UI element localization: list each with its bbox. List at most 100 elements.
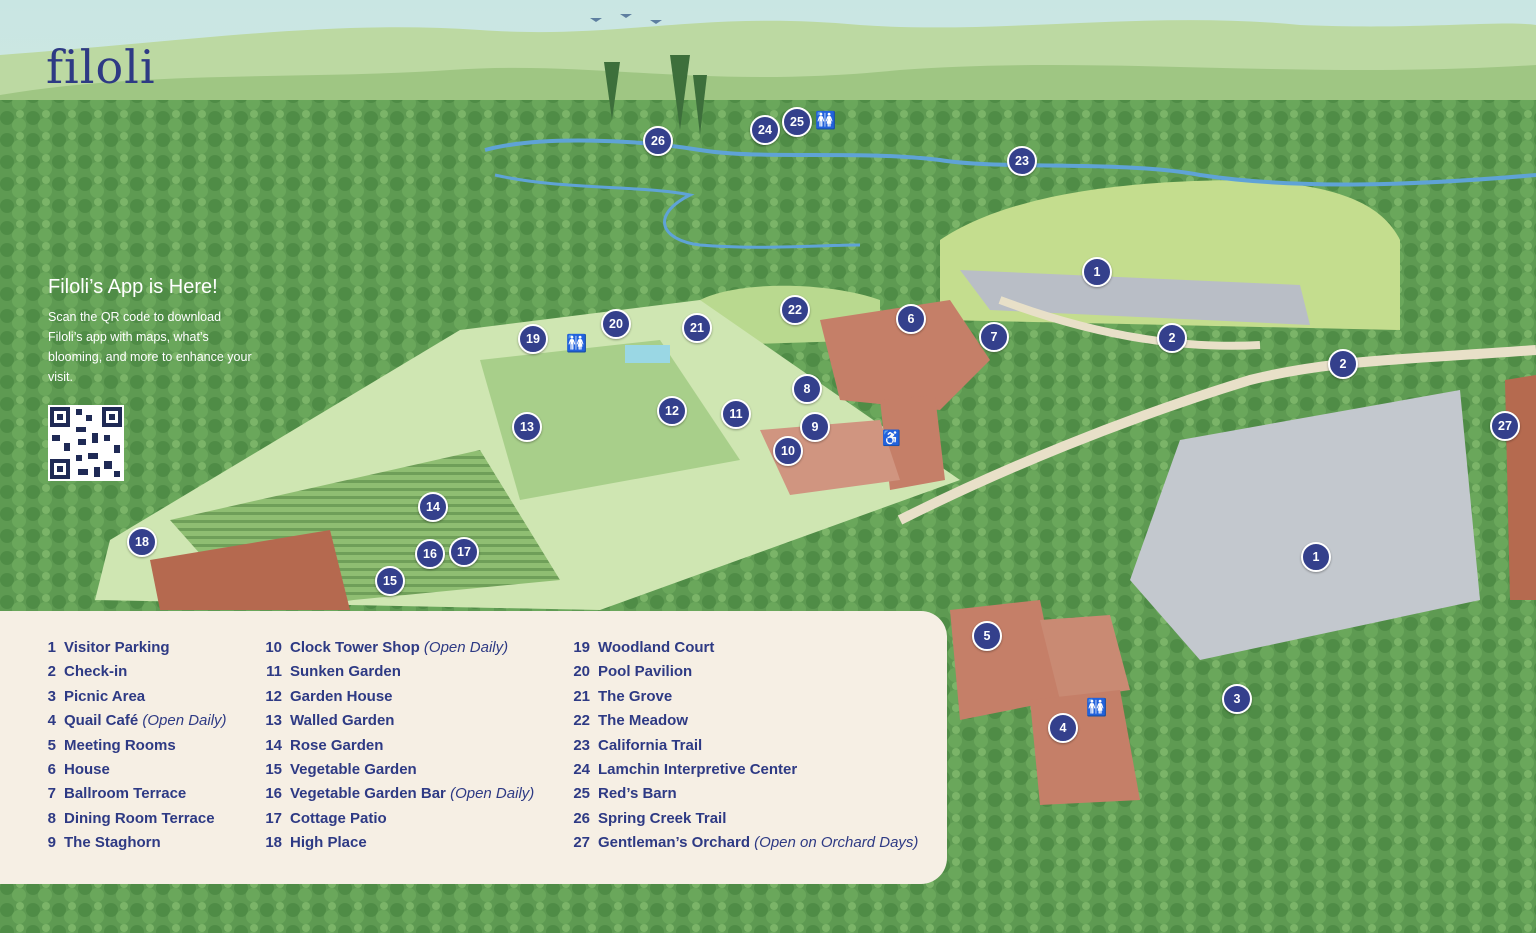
legend-label: Meeting Rooms xyxy=(64,736,176,754)
map-marker[interactable]: 16 xyxy=(415,539,445,569)
map-marker[interactable]: 10 xyxy=(773,436,803,466)
app-promo-title: Filoli’s App is Here! xyxy=(48,276,218,298)
map-marker[interactable]: 3 xyxy=(1222,684,1252,714)
map-marker[interactable]: 25 xyxy=(782,107,812,137)
legend-label: House xyxy=(64,760,110,778)
legend-item[interactable]: 13 Walled Garden xyxy=(258,712,534,736)
legend-number: 10 xyxy=(265,639,282,656)
map-marker[interactable]: 11 xyxy=(721,399,751,429)
map-marker[interactable]: 1 xyxy=(1082,257,1112,287)
legend-number: 3 xyxy=(47,687,56,705)
legend-label: Sunken Garden xyxy=(290,663,401,681)
legend-label: Walled Garden xyxy=(290,712,395,730)
map-marker[interactable]: 4 xyxy=(1048,713,1078,743)
map-marker[interactable]: 1 xyxy=(1301,542,1331,572)
map-marker[interactable]: 9 xyxy=(800,412,830,442)
wheelchair-icon: ♿ xyxy=(882,430,901,447)
legend-number: 26 xyxy=(573,809,590,827)
map-marker[interactable]: 27 xyxy=(1490,411,1520,441)
legend-number: 23 xyxy=(573,736,590,754)
legend-label: High Place xyxy=(290,834,367,852)
legend-item[interactable]: 6 House xyxy=(36,761,227,785)
entry-path xyxy=(998,296,1261,350)
map-marker[interactable]: 14 xyxy=(418,492,448,522)
legend-number: 15 xyxy=(265,760,282,778)
legend-label: Quail Café xyxy=(64,712,139,730)
legend-number: 8 xyxy=(47,809,56,827)
orchard-fence xyxy=(1505,375,1536,600)
map-marker[interactable]: 8 xyxy=(792,374,822,404)
legend-label: Check-in xyxy=(64,663,128,681)
map-marker[interactable]: 2 xyxy=(1328,349,1358,379)
map-marker[interactable]: 20 xyxy=(601,309,631,339)
legend-number: 18 xyxy=(265,834,282,852)
map-marker[interactable]: 17 xyxy=(449,537,479,567)
map-marker[interactable]: 6 xyxy=(896,304,926,334)
app-promo-body: Scan the QR code to download Filoli’s ap… xyxy=(48,310,252,384)
legend-label: The Staghorn xyxy=(64,834,161,852)
main-path xyxy=(897,345,1536,525)
legend-number: 22 xyxy=(573,712,590,730)
legend-number: 13 xyxy=(265,712,282,730)
map-marker[interactable]: 15 xyxy=(375,566,405,596)
qr-code-icon[interactable] xyxy=(48,405,124,481)
legend-label: Rose Garden xyxy=(290,736,384,754)
legend-number: 16 xyxy=(265,785,282,803)
legend-item[interactable]: 18 High Place xyxy=(258,834,534,858)
house-wing xyxy=(880,395,945,490)
restroom-icon: 🚻 xyxy=(815,111,837,130)
legend-label: Vegetable Garden xyxy=(290,760,417,778)
map-marker[interactable]: 26 xyxy=(643,126,673,156)
legend-item[interactable]: 15 Vegetable Garden xyxy=(258,761,534,785)
map-marker[interactable]: 21 xyxy=(682,313,712,343)
map-marker[interactable]: 18 xyxy=(127,527,157,557)
map-marker[interactable]: 13 xyxy=(512,412,542,442)
house xyxy=(820,300,990,410)
legend-label: Clock Tower Shop xyxy=(290,639,420,656)
legend-number: 20 xyxy=(573,663,590,681)
restroom-icon: 🚻 xyxy=(566,334,588,353)
legend-item[interactable]: 14 Rose Garden xyxy=(258,737,534,761)
map-marker[interactable]: 23 xyxy=(1007,146,1037,176)
map-marker[interactable]: 2 xyxy=(1157,323,1187,353)
map-marker[interactable]: 12 xyxy=(657,396,687,426)
map-marker[interactable]: 7 xyxy=(979,322,1009,352)
redwoods xyxy=(604,55,707,135)
legend-number: 21 xyxy=(573,687,590,705)
legend-number: 6 xyxy=(47,760,56,778)
legend-number: 14 xyxy=(265,736,282,754)
lower-parking xyxy=(1130,390,1480,660)
legend-label: Red’s Barn xyxy=(598,785,677,803)
map-marker[interactable]: 22 xyxy=(780,295,810,325)
app-promo: Filoli’s App is Here! Scan the QR code t… xyxy=(48,276,253,387)
map-marker[interactable]: 5 xyxy=(972,621,1002,651)
map-marker[interactable]: 19 xyxy=(518,324,548,354)
map-marker[interactable]: 24 xyxy=(750,115,780,145)
